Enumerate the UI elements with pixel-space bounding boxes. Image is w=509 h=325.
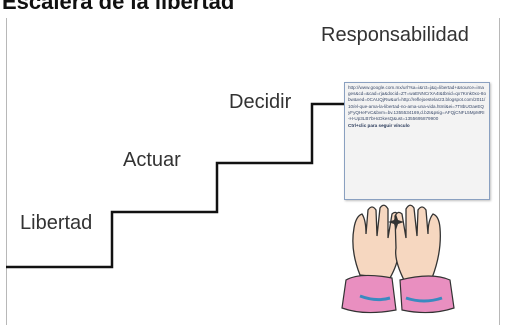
slide-title: Escalera de la libertad [2,0,235,14]
right-frame-line [499,18,500,325]
step-label-decidir: Decidir [229,91,292,113]
right-hand-icon [394,204,441,281]
tooltip-hint: Ctrl+clic para seguir vínculo [348,123,410,129]
left-frame-line [6,18,7,325]
tooltip-url[interactable]: http://www.google.com.mx/url?sa=i&rct=j&… [348,85,487,122]
step-label-responsabilidad: Responsabilidad [321,24,469,46]
hyperlink-tooltip[interactable]: http://www.google.com.mx/url?sa=i&rct=j&… [344,82,490,200]
left-hand-icon [352,204,400,279]
step-label-libertad: Libertad [20,212,93,234]
step-label-actuar: Actuar [123,149,181,171]
